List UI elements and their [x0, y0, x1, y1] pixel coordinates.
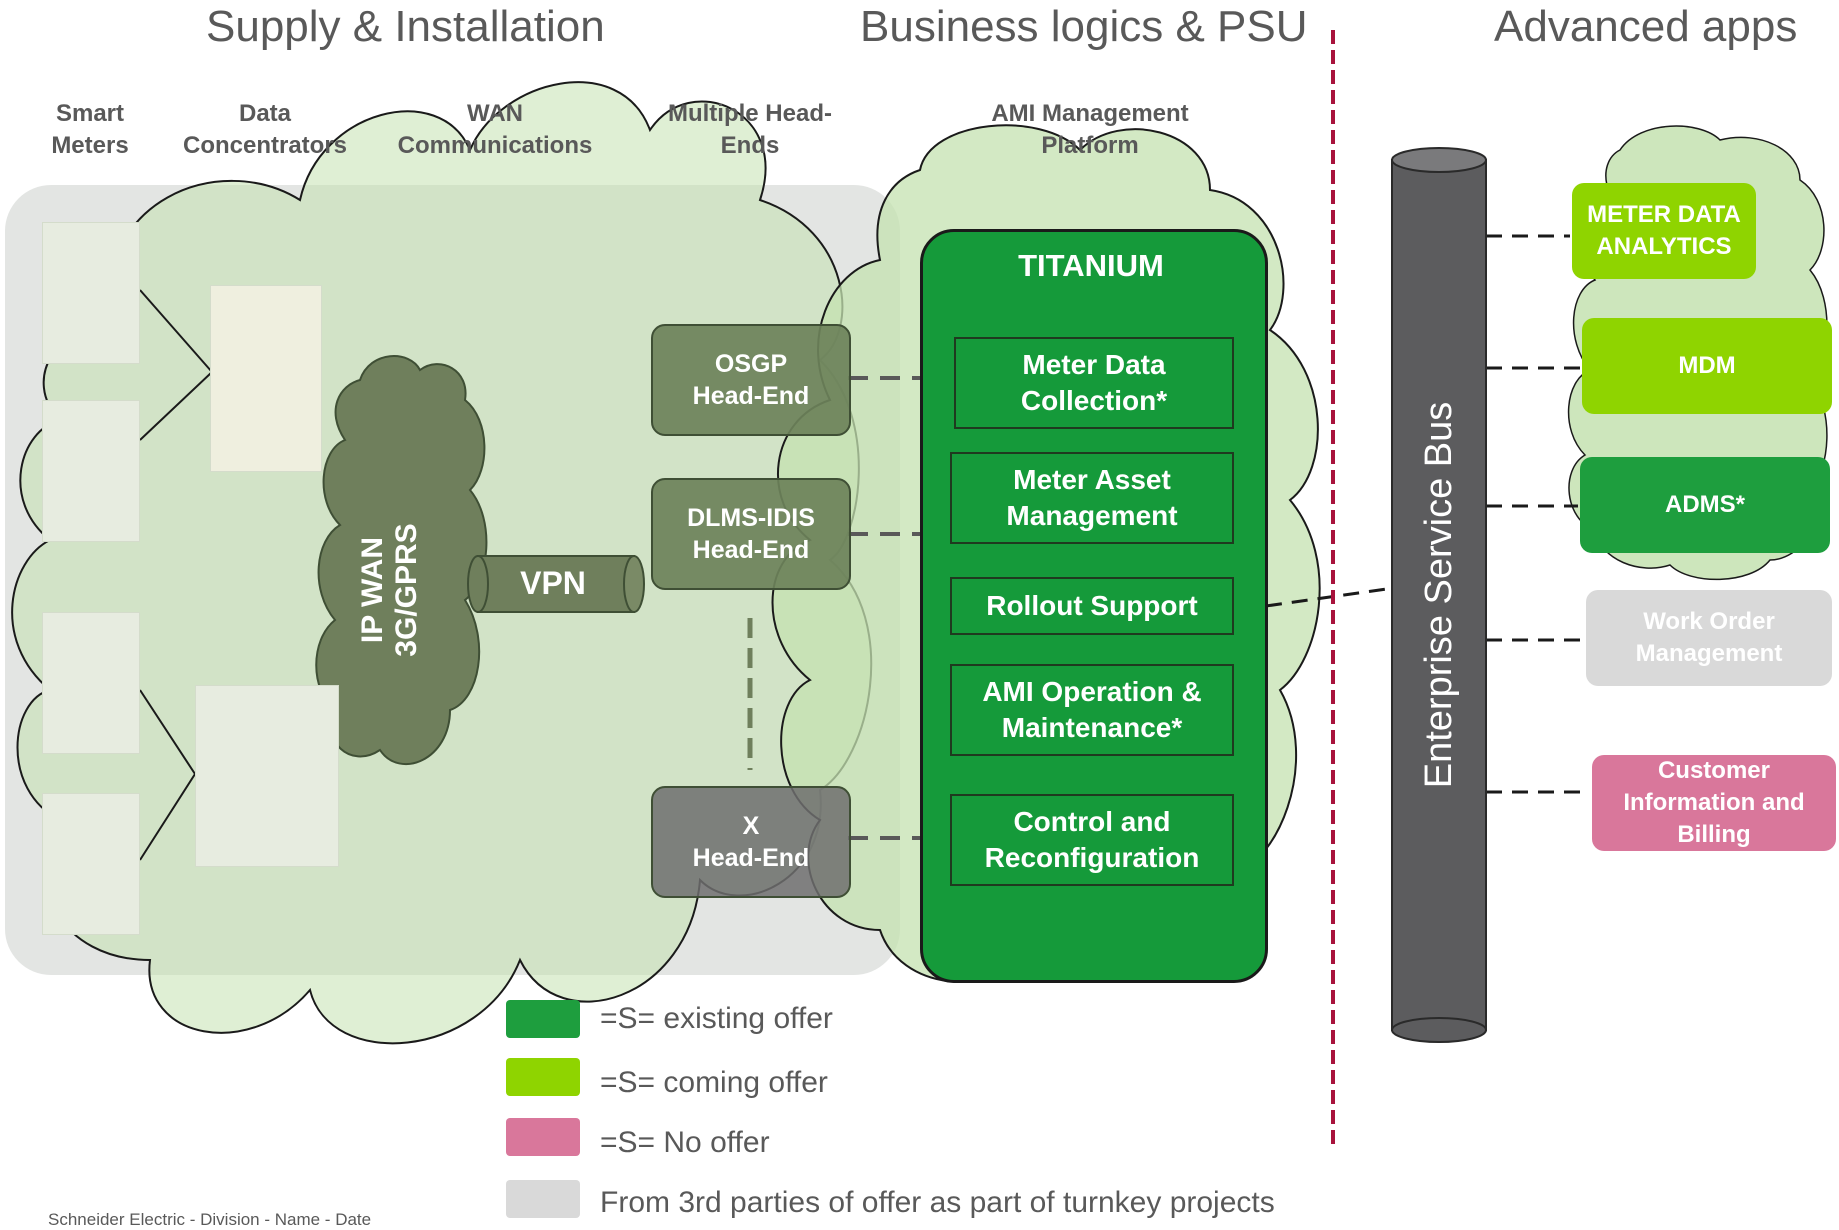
ipwan-cloud [315, 355, 488, 766]
vpn-label: VPN [520, 565, 586, 601]
legend-swatch-existing [506, 1000, 580, 1038]
head-end-dlms-idis[interactable]: DLMS-IDIS Head-End [651, 478, 851, 590]
esb-cylinder [1391, 147, 1487, 1043]
app-customer-information-billing[interactable]: Customer Information and Billing [1592, 755, 1836, 851]
col-wan: WAN Communications [397, 100, 593, 159]
legend-third-party: From 3rd parties of offer as part of tur… [600, 1186, 1275, 1219]
head-end-name: X [742, 812, 760, 840]
app-meter-data-analytics[interactable]: METER DATA ANALYTICS [1572, 183, 1756, 279]
col-ami-platform: AMI Management Platform [991, 100, 1189, 159]
titanium-ami-operation[interactable]: AMI Operation & Maintenance* [950, 664, 1234, 756]
esb-label: Enterprise Service Bus [1418, 401, 1460, 789]
app-adms[interactable]: ADMS* [1580, 457, 1830, 553]
smart-meter-image [42, 793, 140, 935]
titanium-meter-asset-management[interactable]: Meter Asset Management [950, 452, 1234, 544]
col-smart-meters: Smart Meters [51, 100, 129, 159]
legend-swatch-coming [506, 1058, 580, 1096]
titanium-control-reconfiguration[interactable]: Control and Reconfiguration [950, 794, 1234, 886]
section-title-advanced: Advanced apps [1494, 2, 1798, 51]
app-work-order-management[interactable]: Work Order Management [1586, 590, 1832, 686]
legend-no-offer: =S= No offer [600, 1126, 770, 1159]
titanium-rollout-support[interactable]: Rollout Support [950, 577, 1234, 635]
col-head-ends: Multiple Head- Ends [667, 100, 832, 159]
smart-meter-image [42, 612, 140, 754]
head-end-x[interactable]: X Head-End [651, 786, 851, 898]
data-concentrator-image [210, 285, 322, 472]
head-end-type: Head-End [692, 844, 810, 872]
legend-coming: =S= coming offer [600, 1066, 828, 1099]
smart-meter-image [42, 222, 140, 364]
head-end-type: Head-End [692, 536, 810, 564]
ip-wan-label: IP WAN 3G/GPRS [356, 523, 423, 657]
head-end-type: Head-End [692, 382, 810, 410]
col-data-concentrators: Data Concentrators [182, 100, 348, 159]
head-end-name: OSGP [714, 350, 788, 378]
app-mdm[interactable]: MDM [1582, 318, 1832, 414]
data-concentrator-image [195, 685, 339, 867]
legend-swatch-third-party [506, 1180, 580, 1218]
footer-text: Schneider Electric - Division - Name - D… [48, 1210, 372, 1229]
legend-swatch-no-offer [506, 1118, 580, 1156]
vpn-tube [467, 555, 645, 613]
section-title-business: Business logics & PSU [860, 2, 1308, 51]
titanium-meter-data-collection[interactable]: Meter Data Collection* [954, 337, 1234, 429]
smart-meter-image [42, 400, 140, 542]
head-end-osgp[interactable]: OSGP Head-End [651, 324, 851, 436]
head-end-name: DLMS-IDIS [687, 504, 815, 532]
legend-existing: =S= existing offer [600, 1002, 833, 1035]
titanium-title: TITANIUM [1018, 248, 1164, 283]
section-title-supply: Supply & Installation [206, 2, 605, 51]
